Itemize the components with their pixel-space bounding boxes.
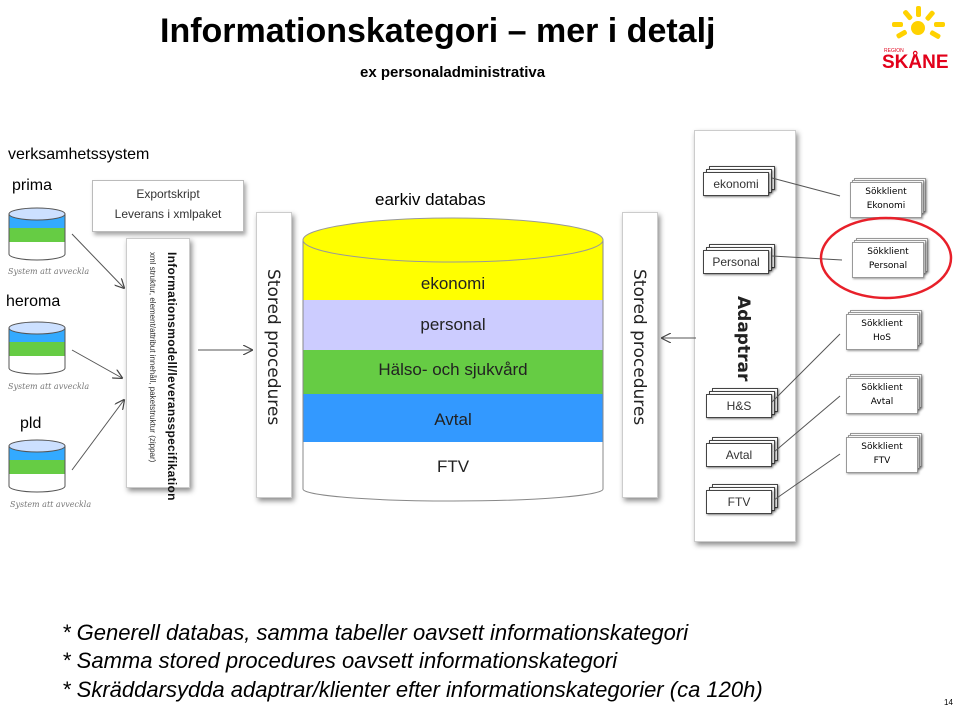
stored-procedures-label-right: Stored procedures xyxy=(629,269,649,426)
layer-personal: personal xyxy=(420,315,486,334)
search-client-category: HoS xyxy=(873,333,891,343)
region-skane-logo: REGION SKÅNE xyxy=(878,4,954,74)
system-label-heroma: heroma xyxy=(6,293,61,310)
layer-ftv: FTV xyxy=(436,457,470,476)
export-script-box: Exportskript Leverans i xmlpaket xyxy=(92,180,244,232)
bullet-2: * Samma stored procedures oavsett inform… xyxy=(62,648,618,673)
adapter-ekonomi: ekonomi xyxy=(703,166,775,196)
svg-text:REGION: REGION xyxy=(884,48,904,54)
adapter-personal: Personal xyxy=(703,244,775,274)
search-client-title: Sökklient xyxy=(861,319,903,329)
svg-text:SKÅNE: SKÅNE xyxy=(882,52,949,73)
information-model-title: Informationsmodell/leveransspecifikation xyxy=(165,252,179,501)
verksamhetssystem-label: verksamhetssystem xyxy=(8,146,150,163)
system-label-prima: prima xyxy=(12,177,53,194)
page-title: Informationskategori – mer i detalj xyxy=(160,12,716,50)
database-icon-prima xyxy=(8,207,66,261)
search-client-category: Avtal xyxy=(870,397,894,407)
search-client-category: Personal xyxy=(868,261,908,271)
system-caption-heroma: System att avveckla xyxy=(8,382,90,391)
database-icon-pld xyxy=(8,439,66,493)
system-caption-prima: System att avveckla xyxy=(8,267,90,276)
search-client-title: Sökklient xyxy=(867,247,909,257)
bullet-3: * Skräddarsydda adaptrar/klienter efter … xyxy=(62,677,763,702)
stored-procedures-panel-left: Stored procedures xyxy=(256,212,292,498)
search-client-title: Sökklient xyxy=(861,442,903,452)
sun-icon: REGION SKÅNE xyxy=(882,6,949,73)
search-client-title: Sökklient xyxy=(861,383,903,393)
bullet-1: * Generell databas, samma tabeller oavse… xyxy=(62,620,689,645)
layer-avtal: Avtal xyxy=(434,410,472,429)
layer-halso-och-sjukvard: Hälso- och sjukvård xyxy=(378,360,528,379)
page-subtitle: ex personaladministrativa xyxy=(360,64,546,81)
adapters-panel xyxy=(694,130,796,542)
system-label-pld: pld xyxy=(20,415,42,432)
stored-procedures-label-left: Stored procedures xyxy=(263,269,283,426)
earkiv-label: earkiv databas xyxy=(375,190,486,209)
adapter-hs: H&S xyxy=(706,388,778,418)
earkiv-database-cylinder xyxy=(302,217,604,502)
highlight-circle xyxy=(819,216,953,300)
system-caption-pld: System att avveckla xyxy=(10,500,92,509)
database-icon-heroma xyxy=(8,321,66,375)
stored-procedures-panel-right: Stored procedures xyxy=(622,212,658,498)
connector-arrows xyxy=(71,177,953,501)
search-client-category: FTV xyxy=(873,456,891,466)
search-client-title: Sökklient xyxy=(865,187,907,197)
export-line1: Exportskript xyxy=(136,187,200,201)
information-model-panel xyxy=(126,238,190,488)
information-model-subtitle: xml struktur, element/attribut innehåll,… xyxy=(148,252,157,463)
page-number: 14 xyxy=(944,698,953,707)
adapters-title: Adaptrar xyxy=(733,296,753,382)
layer-ekonomi: ekonomi xyxy=(420,274,486,293)
adapter-ftv: FTV xyxy=(706,484,778,514)
search-client-category: Ekonomi xyxy=(866,201,906,211)
export-line2: Leverans i xmlpaket xyxy=(114,207,222,221)
